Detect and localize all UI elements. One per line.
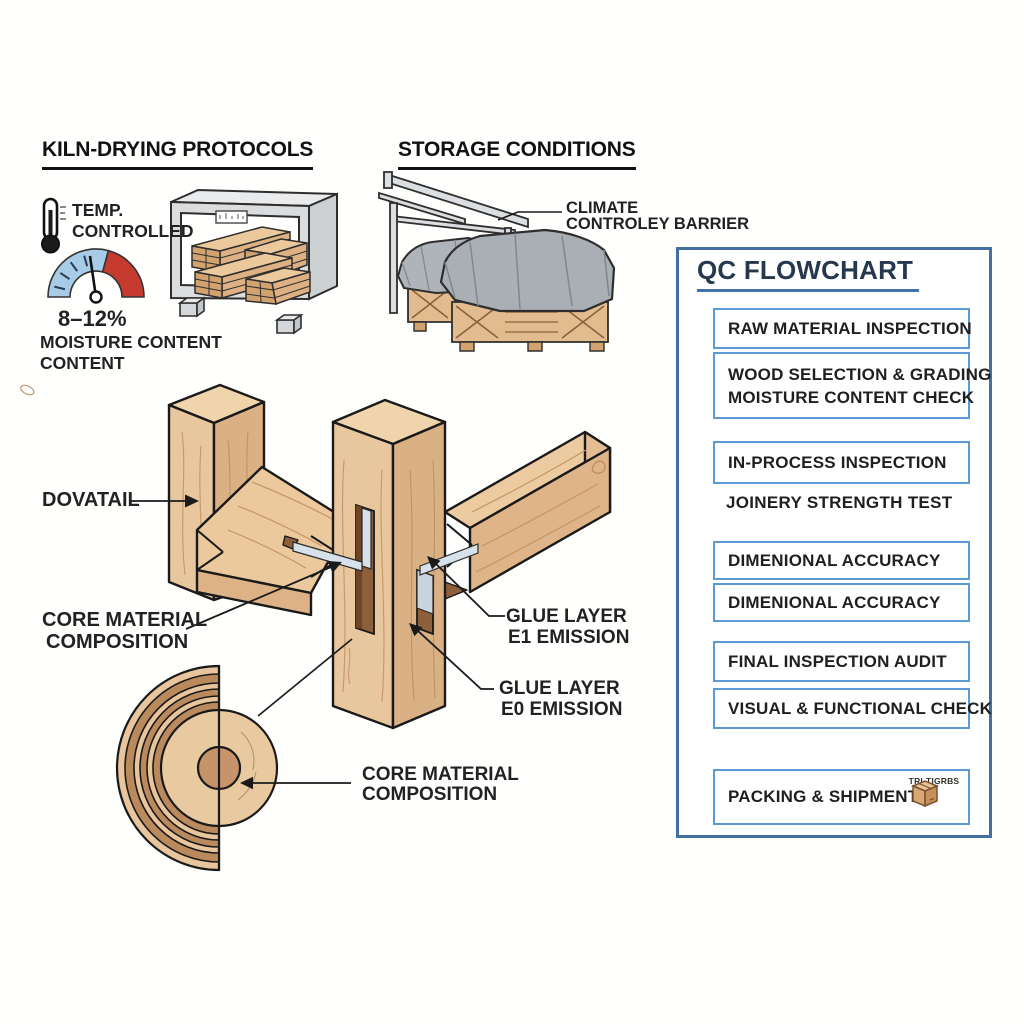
flow-step-label: DIMENIONAL ACCURACY (728, 592, 941, 612)
right-beam (443, 430, 612, 600)
flow-step-label: PACKING & SHIPMENT (728, 787, 919, 806)
glue-e0-line2: E0 EMISSION (501, 699, 623, 720)
shipment-brand-badge: TRI-TIGRBS (906, 776, 962, 808)
flow-step-dimensional-accuracy-1: DIMENIONAL ACCURACY (713, 541, 970, 580)
glue-e1-line1: GLUE LAYER (506, 606, 627, 627)
moisture-label-line2: CONTENT (40, 353, 125, 373)
temp-label-line2: CONTROLLED (72, 221, 194, 241)
flow-step-wood-selection: WOOD SELECTION & GRADING MOISTURE CONTEN… (713, 352, 991, 419)
thermometer-icon (41, 197, 66, 254)
moisture-label-line1: MOISTURE CONTENT (40, 332, 222, 352)
moisture-range-value: 8–12% (58, 306, 127, 331)
storage-covered-pile-right (439, 228, 616, 352)
joint-illustration (20, 383, 612, 872)
section-leader-line (257, 638, 353, 717)
climate-barrier-label: CLIMATE CONTROLEY BARRIER (566, 199, 750, 233)
flow-step-label-line2: MOISTURE CONTENT CHECK (728, 387, 975, 407)
flow-step-label: WOOD SELECTION & GRADING (728, 364, 992, 384)
moisture-content-label: MOISTURE CONTENT CONTENT (40, 332, 222, 374)
storage-canopy (378, 171, 529, 314)
core-label-line1: CORE MATERIAL (42, 609, 208, 631)
qc-flowchart-panel: QC FLOWCHART RAW MATERIAL INSPECTION WOO… (676, 247, 992, 838)
temp-label-line1: TEMP. (72, 200, 124, 220)
qc-flowchart-title: QC FLOWCHART (697, 255, 920, 292)
flow-step-label: IN-PROCESS INSPECTION (728, 452, 947, 472)
annotation-arrows (130, 211, 562, 790)
core-label-line2: COMPOSITION (46, 630, 189, 653)
flow-step-raw-material-inspection: RAW MATERIAL INSPECTION (713, 308, 972, 349)
core-material-label-2: CORE MATERIAL COMPOSITION (362, 765, 519, 805)
flow-step-label: VISUAL & FUNCTIONAL CHECK (728, 698, 993, 718)
core-material-label: CORE MATERIAL COMPOSITION (42, 609, 208, 653)
glue-e1-line2: E1 EMISSION (508, 627, 630, 648)
storage-section-title: STORAGE CONDITIONS (398, 138, 636, 170)
core-cross-section (115, 664, 279, 872)
dovetail-label: DOVATAIL (42, 489, 140, 511)
flow-step-label: RAW MATERIAL INSPECTION (728, 318, 972, 338)
kiln-illustration (170, 188, 338, 335)
climate-label-line2: CONTROLEY BARRIER (566, 214, 750, 233)
moisture-gauge-icon (47, 248, 145, 304)
flow-step-final-inspection-audit: FINAL INSPECTION AUDIT (713, 641, 970, 682)
kiln-feet (177, 296, 304, 335)
core2-label-line2: COMPOSITION (362, 784, 498, 805)
glue-e0-line1: GLUE LAYER (499, 678, 620, 699)
kiln-section-title: KILN-DRYING PROTOCOLS (42, 138, 313, 170)
flow-step-packing-shipment: PACKING & SHIPMENT TRI-TIGRBS (713, 769, 970, 825)
storage-illustration (378, 171, 616, 352)
temp-controlled-label: TEMP. CONTROLLED (72, 200, 194, 242)
package-box-icon (911, 780, 939, 808)
glue-layer-e1-label: GLUE LAYER E1 EMISSION (506, 606, 629, 648)
glue-layer-e1-slot (292, 503, 375, 636)
flow-step-dimensional-accuracy-2: DIMENIONAL ACCURACY (713, 583, 970, 622)
glue-layer-e0-slot (416, 543, 479, 636)
core2-label-line1: CORE MATERIAL (362, 764, 519, 785)
left-beam (20, 384, 352, 617)
glue-layer-e0-label: GLUE LAYER E0 EMISSION (499, 678, 622, 720)
kiln-lumber-stacks (191, 226, 311, 305)
flow-step-in-process-inspection: IN-PROCESS INSPECTION (713, 441, 970, 484)
climate-label-line1: CLIMATE (566, 199, 639, 217)
flow-step-label: FINAL INSPECTION AUDIT (728, 651, 947, 671)
flow-step-label: DIMENIONAL ACCURACY (728, 550, 941, 570)
flow-step-visual-functional-check: VISUAL & FUNCTIONAL CHECK (713, 688, 992, 729)
kiln-gauge-panel (215, 210, 248, 224)
flow-note-joinery-strength-test: JOINERY STRENGTH TEST (726, 493, 953, 512)
shipment-brand-caption: TRI-TIGRBS (908, 776, 960, 786)
